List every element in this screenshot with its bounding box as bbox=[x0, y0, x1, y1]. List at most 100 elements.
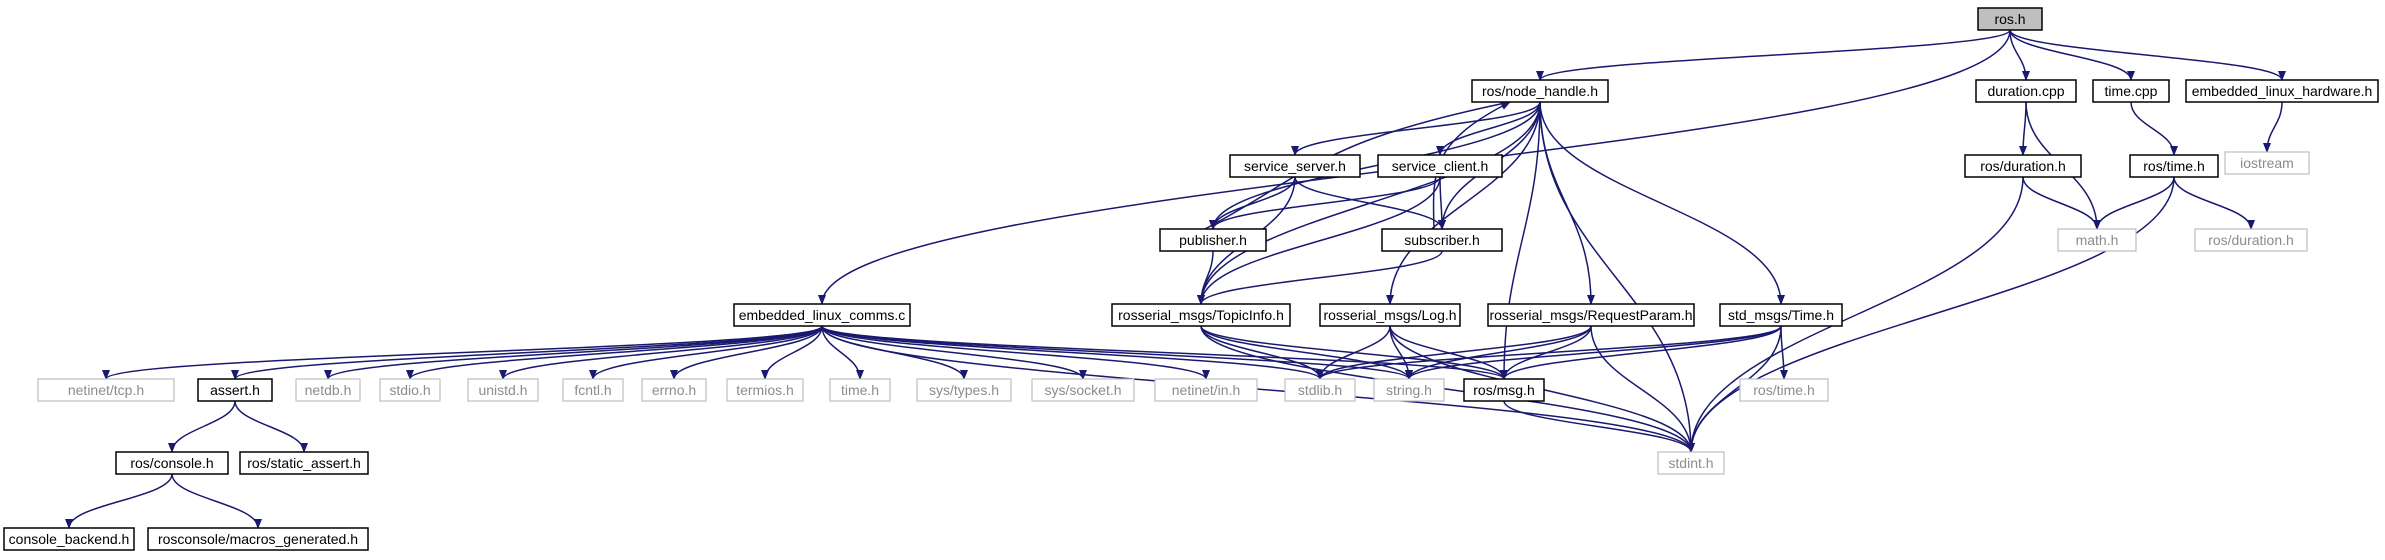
node-ros-console[interactable]: ros/console.h bbox=[115, 451, 229, 475]
node-stdint-h[interactable]: stdint.h bbox=[1657, 451, 1725, 475]
edge-node-handle-to-ros-msg bbox=[1500, 101, 1541, 380]
edge-duration-cpp-to-ros-duration bbox=[2019, 101, 2028, 156]
edge-ros-h-to-emb-hw bbox=[2009, 29, 2286, 81]
edge-node-handle-to-publisher bbox=[1209, 101, 1541, 230]
node-termios-h[interactable]: termios.h bbox=[726, 378, 804, 402]
edge-ros-console-to-console-backend bbox=[65, 473, 173, 529]
node-box bbox=[1487, 303, 1695, 327]
node-time-cpp[interactable]: time.cpp bbox=[2092, 79, 2170, 103]
edge-ros-time-to-ros-duration-ext bbox=[2173, 176, 2255, 230]
edge-service-client-to-topic-info bbox=[1197, 176, 1441, 305]
node-ros-time-ext[interactable]: ros/time.h bbox=[1739, 378, 1829, 402]
edge-ros-console-to-macros-generated bbox=[171, 473, 262, 529]
node-box bbox=[37, 378, 175, 402]
node-netinet-in[interactable]: netinet/in.h bbox=[1154, 378, 1258, 402]
edge-service-client-to-subscriber bbox=[1437, 176, 1446, 230]
edge-subscriber-to-topic-info bbox=[1197, 250, 1443, 305]
edge-ros-duration-to-math-h bbox=[2022, 176, 2101, 230]
node-ros-duration-ext[interactable]: ros/duration.h bbox=[2194, 228, 2308, 252]
node-service-client[interactable]: service_client.h bbox=[1377, 154, 1503, 178]
node-console-backend[interactable]: console_backend.h bbox=[3, 527, 135, 551]
node-stdio-h[interactable]: stdio.h bbox=[379, 378, 441, 402]
node-box bbox=[1381, 228, 1503, 252]
edge-ros-h-to-time-cpp bbox=[2009, 29, 2135, 81]
node-box bbox=[2092, 79, 2170, 103]
node-ros-duration[interactable]: ros/duration.h bbox=[1964, 154, 2082, 178]
node-box bbox=[1229, 154, 1361, 178]
node-label: ros/msg.h bbox=[1473, 382, 1534, 398]
node-topic-info[interactable]: rosserial_msgs/TopicInfo.h bbox=[1111, 303, 1291, 327]
node-service-server[interactable]: service_server.h bbox=[1229, 154, 1361, 178]
edge-assert-h-to-ros-console bbox=[168, 400, 236, 453]
node-label: embedded_linux_comms.c bbox=[739, 307, 906, 323]
node-errno-h[interactable]: errno.h bbox=[641, 378, 707, 402]
node-netdb-h[interactable]: netdb.h bbox=[295, 378, 361, 402]
node-sys-types[interactable]: sys/types.h bbox=[916, 378, 1012, 402]
node-label: assert.h bbox=[210, 382, 260, 398]
edge-node-handle-to-std-time bbox=[1539, 101, 1785, 305]
edge-node-handle-to-stdint-h bbox=[1539, 101, 1695, 453]
node-label: rosconsole/macros_generated.h bbox=[158, 531, 358, 547]
node-ros-msg[interactable]: ros/msg.h bbox=[1463, 378, 1545, 402]
node-stdlib-h[interactable]: stdlib.h bbox=[1284, 378, 1356, 402]
node-emb-comms[interactable]: embedded_linux_comms.c bbox=[733, 303, 911, 327]
edge-emb-comms-to-assert-h bbox=[231, 325, 823, 380]
node-ros-h[interactable]: ros.h bbox=[1977, 7, 2043, 31]
edge-log-h-to-ros-msg bbox=[1389, 325, 1508, 380]
node-label: time.cpp bbox=[2105, 83, 2158, 99]
edge-emb-comms-to-sys-socket bbox=[821, 325, 1087, 380]
node-label: netdb.h bbox=[305, 382, 352, 398]
node-box bbox=[1964, 154, 2082, 178]
node-box bbox=[1739, 378, 1829, 402]
node-label: stdlib.h bbox=[1298, 382, 1342, 398]
node-math-h[interactable]: math.h bbox=[2057, 228, 2137, 252]
node-ros-time[interactable]: ros/time.h bbox=[2129, 154, 2219, 178]
node-box bbox=[239, 451, 369, 475]
node-box bbox=[379, 378, 441, 402]
node-std-time[interactable]: std_msgs/Time.h bbox=[1719, 303, 1843, 327]
node-time-h[interactable]: time.h bbox=[829, 378, 891, 402]
edge-topic-info-to-stdint-h bbox=[1200, 325, 1695, 453]
node-label: sys/socket.h bbox=[1044, 382, 1121, 398]
node-log-h[interactable]: rosserial_msgs/Log.h bbox=[1319, 303, 1461, 327]
node-iostream[interactable]: iostream bbox=[2224, 151, 2310, 175]
edge-node-handle-to-log-h bbox=[1386, 101, 1541, 305]
edge-emb-comms-to-errno-h bbox=[670, 325, 823, 380]
node-tcp-h[interactable]: netinet/tcp.h bbox=[37, 378, 175, 402]
node-duration-cpp[interactable]: duration.cpp bbox=[1975, 79, 2077, 103]
edge-emb-comms-to-netinet-in bbox=[821, 325, 1210, 380]
edge-emb-comms-to-stdio-h bbox=[406, 325, 823, 380]
edge-std-time-to-stdint-h bbox=[1687, 325, 1782, 453]
node-subscriber[interactable]: subscriber.h bbox=[1381, 228, 1503, 252]
edge-assert-h-to-ros-static-assert bbox=[234, 400, 308, 453]
edge-node-handle-to-service-server bbox=[1291, 101, 1541, 156]
node-request-param[interactable]: rosserial_msgs/RequestParam.h bbox=[1487, 303, 1695, 327]
node-ros-static-assert[interactable]: ros/static_assert.h bbox=[239, 451, 369, 475]
node-macros-generated[interactable]: rosconsole/macros_generated.h bbox=[147, 527, 369, 551]
edge-emb-comms-to-tcp-h bbox=[102, 325, 823, 380]
edge-emb-comms-to-stdlib-h bbox=[821, 325, 1324, 380]
edge-request-param-to-string-h bbox=[1405, 325, 1592, 380]
node-box bbox=[2129, 154, 2219, 178]
edge-time-cpp-to-ros-time bbox=[2130, 101, 2178, 156]
edge-std-time-to-stdlib-h bbox=[1316, 325, 1782, 380]
node-node-handle[interactable]: ros/node_handle.h bbox=[1471, 79, 1609, 103]
node-label: ros/duration.h bbox=[1980, 158, 2066, 174]
node-box bbox=[2224, 151, 2310, 175]
node-label: unistd.h bbox=[478, 382, 527, 398]
node-box bbox=[829, 378, 891, 402]
node-unistd-h[interactable]: unistd.h bbox=[467, 378, 539, 402]
node-emb-hw[interactable]: embedded_linux_hardware.h bbox=[2185, 79, 2379, 103]
node-label: ros/console.h bbox=[130, 455, 213, 471]
node-assert-h[interactable]: assert.h bbox=[197, 378, 273, 402]
node-label: ros/static_assert.h bbox=[247, 455, 361, 471]
node-box bbox=[3, 527, 135, 551]
node-string-h[interactable]: string.h bbox=[1373, 378, 1445, 402]
node-fcntl-h[interactable]: fcntl.h bbox=[562, 378, 624, 402]
node-box bbox=[2194, 228, 2308, 252]
node-publisher[interactable]: publisher.h bbox=[1159, 228, 1267, 252]
node-box bbox=[147, 527, 369, 551]
edge-emb-comms-to-unistd-h bbox=[499, 325, 823, 380]
edge-emb-comms-to-termios-h bbox=[761, 325, 823, 380]
node-sys-socket[interactable]: sys/socket.h bbox=[1031, 378, 1135, 402]
